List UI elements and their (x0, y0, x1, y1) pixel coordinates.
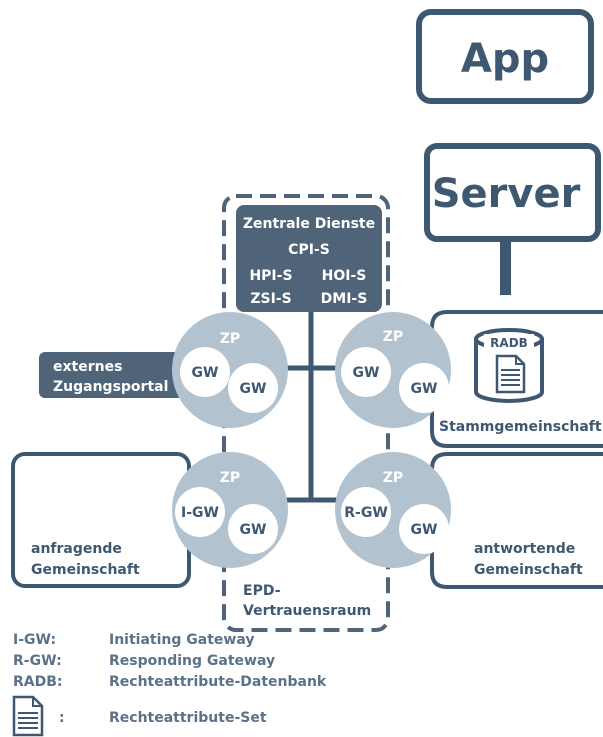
legend-abbr: RADB: (13, 674, 63, 690)
app-label: App (461, 36, 549, 82)
gateway-node[interactable] (228, 504, 278, 554)
zone-bottom-right[interactable]: ZP R-GW GW (335, 452, 451, 568)
igw-label: I-GW (181, 505, 219, 521)
central-services-title: Zentrale Dienste (243, 216, 375, 232)
gw-label: GW (411, 381, 438, 397)
central-services-box[interactable]: Zentrale Dienste CPI-S HPI-S HOI-S ZSI-S… (236, 205, 382, 312)
trust-space-line2: Vertrauensraum (243, 603, 371, 619)
server-label: Server (432, 171, 581, 217)
service-cpi: CPI-S (288, 242, 330, 258)
service-zsi: ZSI-S (250, 291, 291, 307)
gateway-node[interactable] (399, 504, 449, 554)
legend-text: Rechteattribute-Datenbank (109, 674, 327, 690)
legend-text: Initiating Gateway (109, 632, 254, 648)
radb-label: RADB (490, 336, 528, 350)
server-box[interactable]: Server (424, 143, 601, 242)
legend-abbr: R-GW: (13, 653, 62, 669)
legend-text: Rechteattribute-Set (109, 710, 267, 726)
zp-label: ZP (220, 470, 240, 486)
external-portal-line2: Zugangsportal (53, 379, 168, 395)
service-hpi: HPI-S (249, 268, 292, 284)
gw-label: GW (192, 365, 219, 381)
document-icon (12, 695, 44, 737)
gateway-node[interactable] (399, 363, 449, 413)
responding-community-line2: Gemeinschaft (474, 562, 583, 578)
gateway-node[interactable] (228, 363, 278, 413)
requesting-community-line1: anfragende (31, 541, 122, 557)
legend: I-GW: Initiating Gateway R-GW: Respondin… (12, 632, 327, 737)
service-hoi: HOI-S (322, 268, 367, 284)
app-box[interactable]: App (416, 9, 594, 104)
gateway-node[interactable] (341, 347, 391, 397)
zone-top-right[interactable]: ZP GW GW (335, 312, 451, 428)
external-portal[interactable]: externes Zugangsportal (39, 352, 189, 398)
zone-top-left[interactable]: ZP GW GW (172, 312, 288, 428)
responding-community-line1: antwortende (474, 541, 575, 557)
rgw-label: R-GW (344, 505, 388, 521)
gateway-node[interactable] (180, 347, 230, 397)
gw-label: GW (240, 381, 267, 397)
service-dmi: DMI-S (321, 291, 368, 307)
network-lines (285, 310, 338, 503)
home-community-label: Stammgemeinschaft (439, 419, 602, 435)
legend-abbr: I-GW: (13, 632, 56, 648)
zone-bottom-left[interactable]: ZP I-GW GW (172, 452, 288, 568)
zp-label: ZP (383, 329, 403, 345)
gw-label: GW (353, 365, 380, 381)
external-portal-line1: externes (53, 359, 122, 375)
legend-text: Responding Gateway (109, 653, 275, 669)
trust-space-line1: EPD- (243, 583, 281, 599)
legend-abbr: : (59, 710, 65, 726)
gw-label: GW (411, 522, 438, 538)
zp-label: ZP (220, 331, 240, 347)
requesting-community-line2: Gemeinschaft (31, 562, 140, 578)
gw-label: GW (240, 522, 267, 538)
responding-gateway-node[interactable] (341, 487, 391, 537)
zp-label: ZP (383, 470, 403, 486)
initiating-gateway-node[interactable] (175, 487, 225, 537)
server-connector (500, 239, 511, 295)
database-icon[interactable]: RADB (474, 328, 544, 403)
document-icon (495, 354, 526, 394)
